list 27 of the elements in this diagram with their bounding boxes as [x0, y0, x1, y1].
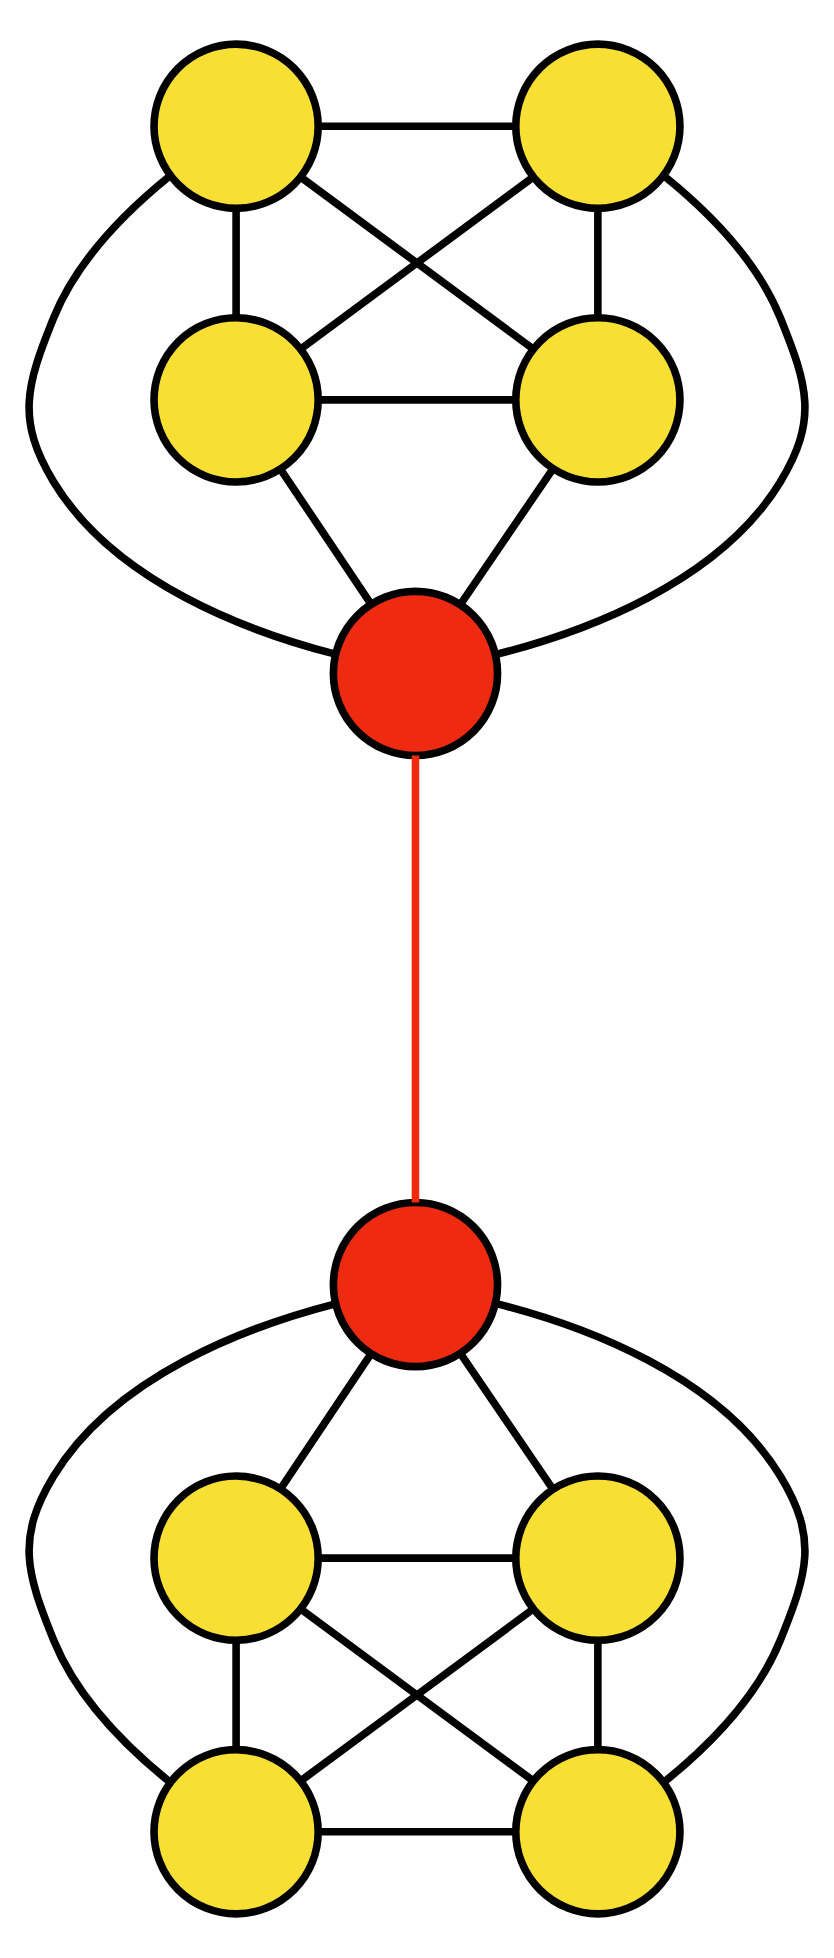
connector: [232, 1641, 240, 1750]
connector: [277, 1351, 375, 1491]
node-circle: [512, 313, 684, 486]
connector: [232, 209, 240, 318]
node-circle: [150, 313, 322, 486]
connector: [25, 173, 337, 658]
connector: [457, 466, 556, 607]
connector: [319, 1554, 516, 1562]
node-circle: [150, 1745, 322, 1918]
node-circle: [512, 40, 684, 213]
connector: [494, 1299, 809, 1785]
node-circle: [150, 1472, 322, 1645]
connector: [25, 1300, 337, 1785]
connector: [319, 396, 516, 404]
node-circle: [329, 587, 502, 760]
connector: [319, 1827, 516, 1836]
connector: [411, 755, 420, 1203]
node-circle: [512, 1745, 684, 1918]
connector: [494, 173, 809, 659]
node-circle: [512, 1472, 684, 1645]
node-circle: [329, 1198, 502, 1371]
connector: [594, 1641, 602, 1750]
connector: [277, 466, 375, 607]
connector: [594, 209, 602, 318]
connector: [319, 122, 516, 131]
node-circle: [150, 40, 322, 213]
connector: [457, 1351, 556, 1491]
